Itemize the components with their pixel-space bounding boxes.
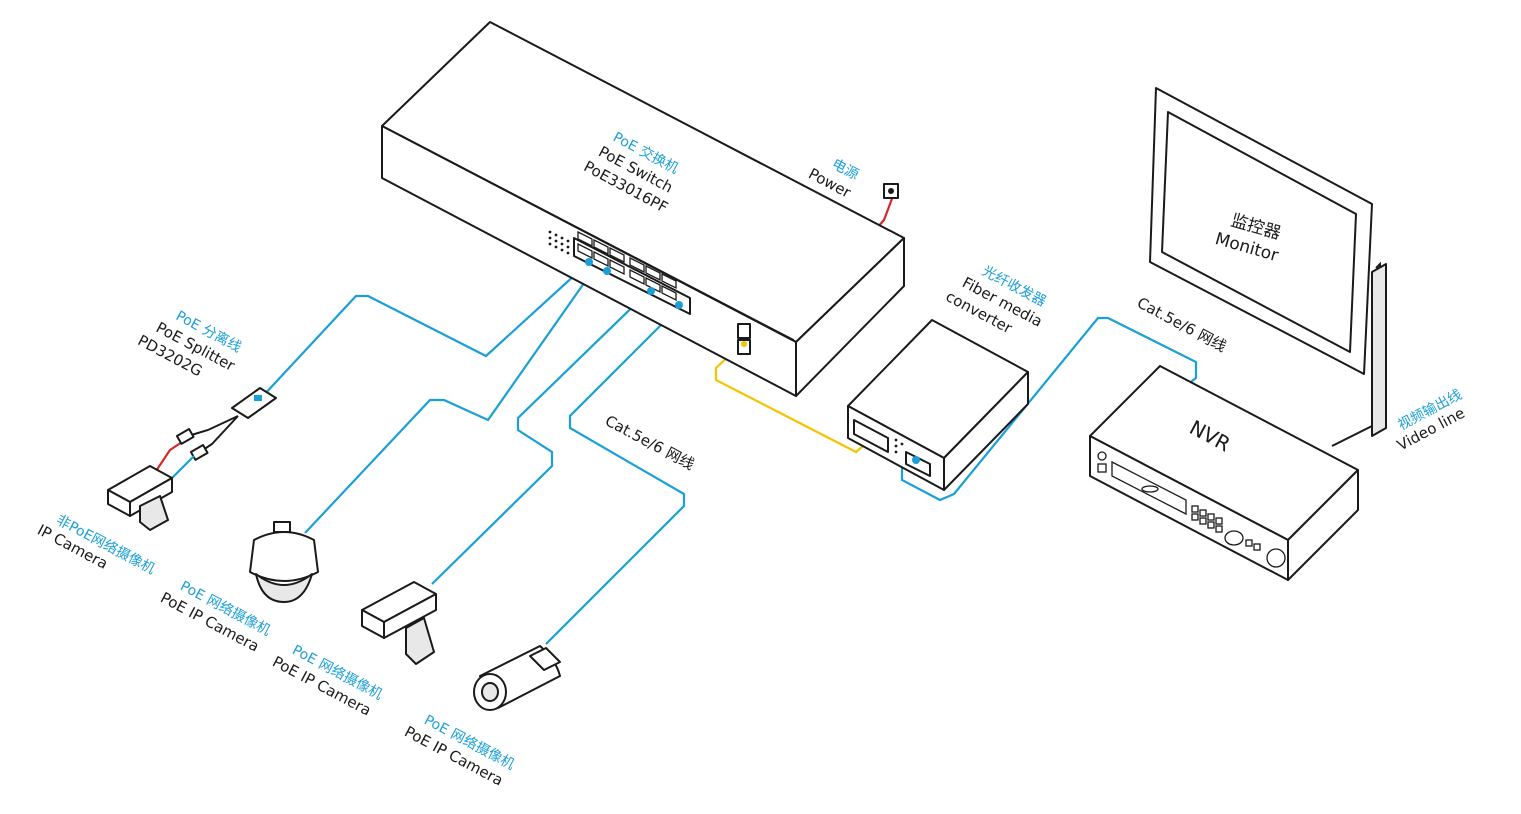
ip-camera-non-poe [107, 465, 173, 531]
cable-bullet-camera-2 [431, 289, 651, 585]
nvr-disk-slot [1141, 485, 1159, 493]
fiber-media-converter [847, 319, 1029, 491]
bullet3-lens [481, 682, 499, 702]
switch-plugged-ports [585, 258, 683, 309]
converter-fiber-port [853, 419, 889, 453]
poe-camera-1-label-group: PoE 网络摄像机 PoE IP Camera [157, 578, 273, 655]
splitter-body [231, 387, 277, 419]
nvr [1089, 365, 1359, 581]
cable-camera-label: Cat.5e/6 网线 [602, 412, 697, 474]
nvr-side-face [1287, 469, 1359, 581]
monitor-stand [1371, 263, 1387, 437]
dome-mount [273, 521, 291, 533]
nvr-power-button [1097, 451, 1107, 461]
splitter-cable-2 [199, 415, 239, 453]
poe-switch [381, 21, 905, 397]
converter-leds [894, 438, 904, 454]
converter-rj45-plug [912, 456, 920, 464]
converter-rj45-port [905, 451, 931, 477]
switch-side-face [795, 237, 905, 397]
switch-led-indicators [548, 230, 570, 255]
converter-side-face [943, 371, 1029, 491]
poe-camera-2-label-group: PoE 网络摄像机 PoE IP Camera [269, 642, 385, 719]
switch-sfp-plug [741, 341, 747, 347]
poe-bullet-camera-2 [361, 581, 437, 665]
cable-bullet-camera-3 [545, 303, 686, 645]
poe-camera-3-label-group: PoE 网络摄像机 PoE IP Camera [401, 712, 517, 789]
switch-sfp-port-1 [737, 323, 751, 339]
bullet2-mount [405, 617, 435, 665]
switch-ports [577, 230, 677, 302]
nvr-disk-bay [1111, 460, 1187, 516]
cable-splitter-switch [261, 262, 589, 398]
monitor-screen [1161, 111, 1357, 353]
cable-dome-camera [304, 264, 611, 534]
power-socket-hole [888, 188, 894, 194]
non-poe-camera-mount [139, 495, 169, 531]
splitter-label-group: PoE 分离线 PoE Splitter PD3202G [135, 307, 245, 380]
bullet3-mount [529, 647, 561, 671]
nvr-usb-port [1097, 463, 1107, 473]
dome-housing [249, 531, 319, 582]
nvr-front-buttons [1191, 505, 1286, 568]
cable-camera-label-group: Cat.5e/6 网线 [602, 412, 697, 474]
poe-splitter [165, 387, 277, 485]
monitor [1149, 87, 1387, 437]
dome-lens-bubble [255, 573, 313, 603]
poe-ptz-dome-camera [249, 521, 319, 603]
poe-bullet-camera-3 [473, 645, 561, 711]
bullet2-side [383, 593, 437, 639]
splitter-port [254, 395, 262, 401]
cable-nvr-label: Cat.5e/6 网线 [1134, 294, 1229, 356]
splitter-dc-plug [175, 428, 195, 445]
switch-bezel-line [397, 133, 795, 341]
splitter-cable [187, 415, 239, 437]
video-line-label-group: 视频输出线 Video line [1394, 387, 1468, 455]
cable-nvr-label-group: Cat.5e/6 网线 [1134, 294, 1229, 356]
